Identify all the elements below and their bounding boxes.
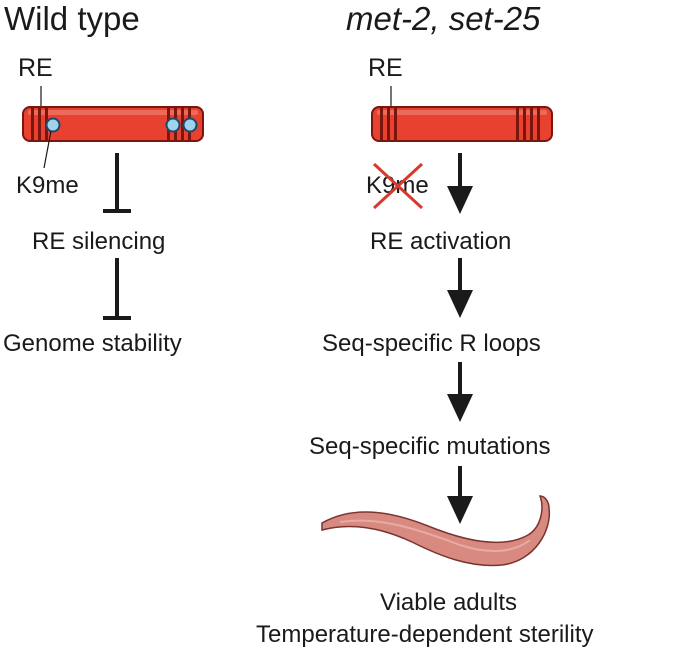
- right-re-band-6: [530, 108, 533, 140]
- right-re-band-7: [537, 108, 540, 140]
- wild-type-title: Wild type: [4, 0, 140, 37]
- left-chromosome-highlight: [28, 110, 198, 115]
- mutations-label: Seq-specific mutations: [309, 433, 550, 460]
- left-re-band-2: [38, 108, 41, 140]
- worm-sheen: [339, 519, 531, 552]
- k9me-mark-3: [182, 117, 198, 133]
- right-chromosome: [371, 106, 553, 142]
- k9me-mark-2: [165, 117, 181, 133]
- worm-icon: [321, 495, 551, 567]
- arrow-1: [447, 153, 473, 214]
- right-re-band-3: [394, 108, 397, 140]
- left-re-label: RE: [18, 54, 53, 82]
- arrow-3: [447, 362, 473, 422]
- left-chromosome: [22, 106, 204, 142]
- right-re-band-5: [523, 108, 526, 140]
- right-chromosome-body: [371, 106, 553, 142]
- arrow-2-head: [447, 290, 473, 318]
- arrow-1-head: [447, 186, 473, 214]
- right-chromosome-highlight: [377, 110, 547, 115]
- viable-adults-label: Viable adults: [380, 589, 517, 616]
- left-k9me-label: K9me: [16, 172, 79, 199]
- left-re-band-1: [31, 108, 34, 140]
- re-silencing-label: RE silencing: [32, 228, 165, 255]
- mutant-panel: met-2, set-25 RE K9me RE activation: [256, 0, 594, 648]
- right-re-band-2: [387, 108, 390, 140]
- worm-body: [321, 495, 551, 567]
- right-re-label: RE: [368, 54, 403, 82]
- left-chromosome-body: [22, 106, 204, 142]
- r-loops-label: Seq-specific R loops: [322, 330, 541, 357]
- k9me-mark-1: [45, 117, 61, 133]
- arrow-4-head: [447, 496, 473, 524]
- arrow-4: [447, 466, 473, 524]
- genome-stability-label: Genome stability: [3, 330, 182, 357]
- k9me-absent-cross-icon: [372, 162, 424, 210]
- wild-type-panel: Wild type RE K9me RE silencing Genome: [3, 0, 204, 357]
- right-re-band-1: [380, 108, 383, 140]
- re-activation-label: RE activation: [370, 228, 511, 255]
- cross-stroke-2: [372, 162, 424, 210]
- sterility-label: Temperature-dependent sterility: [256, 621, 594, 648]
- mutant-title: met-2, set-25: [346, 0, 541, 37]
- left-re-band-6: [181, 108, 184, 140]
- right-re-band-4: [516, 108, 519, 140]
- left-k9me-leader-line: [43, 130, 52, 169]
- arrow-2: [447, 258, 473, 318]
- arrow-3-head: [447, 394, 473, 422]
